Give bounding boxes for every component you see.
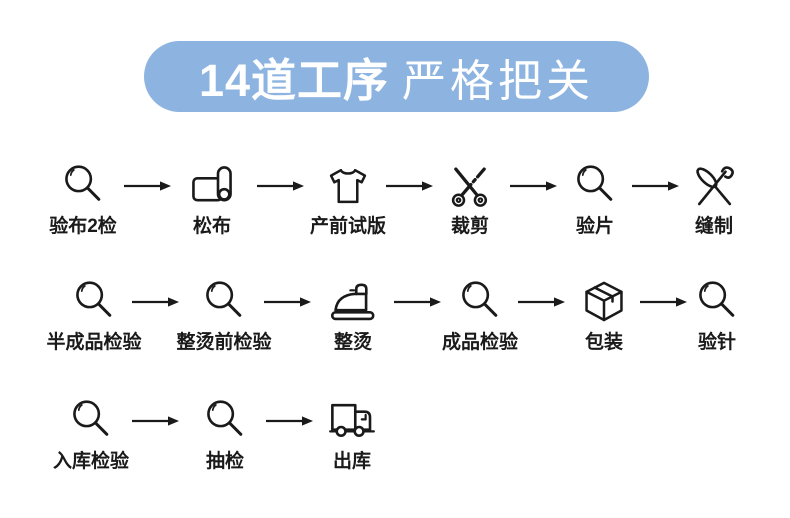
magnifier-icon (576, 165, 613, 201)
magnifier-icon (698, 281, 735, 317)
flow-step: 验片 (525, 162, 665, 239)
flow-step: 成品检验 (410, 278, 550, 355)
step-label: 验布2检 (49, 216, 117, 237)
step-label: 成品检验 (441, 332, 518, 353)
flow-step: 出库 (282, 397, 422, 474)
step-label: 松布 (192, 216, 231, 237)
tshirt-icon (329, 168, 367, 204)
magnifier-icon (206, 400, 243, 436)
step-label: 整烫前检验 (176, 332, 272, 353)
arrow-right-icon (631, 180, 679, 192)
flow-step: 松布 (142, 162, 282, 239)
magnifier-icon (64, 165, 101, 201)
arrow-right-icon (263, 296, 311, 308)
arrow-right-icon (131, 296, 179, 308)
header-title-bold: 14道工序 (198, 55, 390, 106)
arrow-right-icon (131, 415, 179, 427)
magnifier-icon (461, 281, 498, 317)
step-label: 验针 (697, 332, 736, 353)
arrow-right-icon (385, 180, 433, 192)
flow-step: 整烫前检验 (154, 278, 294, 355)
flow-step: 验针 (647, 278, 787, 355)
fabric-roll-icon (192, 166, 232, 202)
flow-step: 半成品检验 (24, 278, 164, 355)
flow-step: 入库检验 (21, 397, 161, 474)
flow-step: 裁剪 (400, 162, 540, 239)
arrow-right-icon (265, 415, 313, 427)
arrow-right-icon (517, 296, 565, 308)
magnifier-icon (72, 400, 109, 436)
step-label: 出库 (332, 451, 371, 472)
magnifier-icon (205, 281, 242, 317)
flow-step: 包装 (534, 278, 674, 355)
step-label: 入库检验 (52, 451, 129, 472)
flow-step: 验布2检 (13, 162, 153, 239)
step-label: 整烫 (333, 332, 372, 353)
step-label: 半成品检验 (46, 332, 142, 353)
iron-icon (330, 283, 375, 321)
arrow-right-icon (393, 296, 441, 308)
step-label: 抽检 (205, 451, 244, 472)
step-label: 缝制 (694, 216, 733, 237)
arrow-right-icon (509, 180, 557, 192)
step-label: 验片 (575, 216, 614, 237)
scissors-icon (451, 167, 488, 208)
flow-step: 整烫 (283, 278, 423, 355)
magnifier-icon (75, 281, 112, 317)
header-badge: 14道工序 严格把关 (144, 41, 649, 112)
step-label: 裁剪 (450, 216, 489, 237)
needle-thread-icon (693, 164, 734, 206)
arrow-right-icon (256, 180, 304, 192)
flow-step: 抽检 (155, 397, 295, 474)
truck-icon (328, 403, 376, 438)
flow-step: 缝制 (644, 162, 784, 239)
box-icon (585, 281, 623, 322)
arrow-right-icon (639, 296, 687, 308)
header-title-light: 严格把关 (402, 56, 595, 106)
step-label: 包装 (584, 332, 623, 353)
arrow-right-icon (123, 180, 171, 192)
step-label: 产前试版 (309, 216, 386, 237)
flow-step: 产前试版 (278, 162, 418, 239)
